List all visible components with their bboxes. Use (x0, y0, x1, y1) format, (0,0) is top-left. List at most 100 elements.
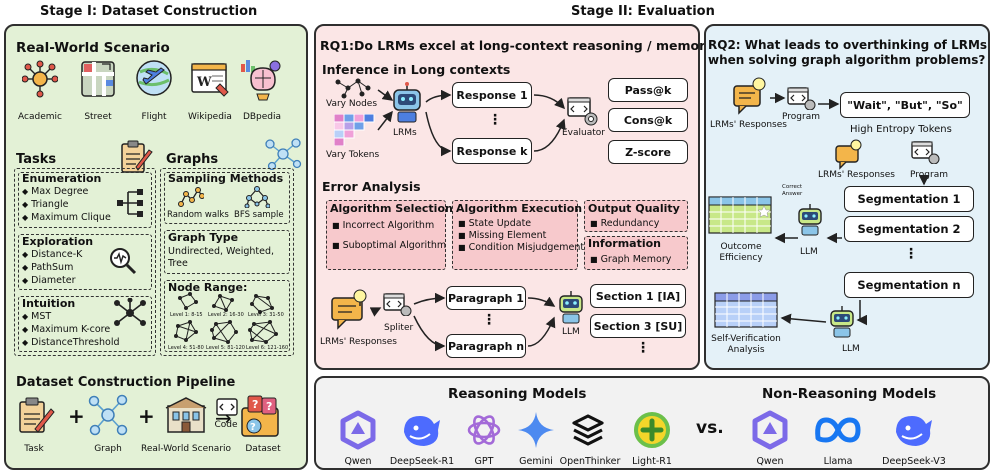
llama-logo-icon (812, 414, 864, 446)
nodes-cluster-icon (332, 76, 376, 100)
rq1-title: RQ1:Do LRMs excel at long-context reason… (320, 38, 721, 53)
non-reasoning-models-title: Non-Reasoning Models (762, 386, 937, 402)
outcome-label: Outcome Efficiency (719, 242, 763, 263)
segment-responses-label: LRMs' Responses (320, 337, 397, 347)
network-icon (112, 297, 148, 328)
response-ellipsis: ⋮ (488, 112, 502, 128)
response-1-box: Response 1 (452, 82, 532, 108)
rq2-program-label: Program (782, 112, 820, 122)
non-reasoning-model-label: Qwen (756, 456, 784, 467)
pipeline-step-label: Task (24, 444, 44, 454)
exploration-box (18, 234, 152, 290)
error-analysis-title: Error Analysis (322, 179, 421, 194)
node-level-label: Level 2: 16-30 (208, 312, 244, 318)
node-level-label: Level 5: 81-120 (206, 345, 245, 351)
lrms-label: LRMs (393, 128, 417, 138)
pipeline-scenario-icon (164, 396, 208, 436)
scenario-label-street: Street (84, 112, 112, 122)
error-output-item: Redundancy (590, 218, 660, 229)
error-selection-item: Suboptimal Algorithm (332, 240, 447, 251)
svg-text:?: ? (250, 422, 256, 433)
segmentation-ellipsis: ⋮ (904, 246, 918, 262)
outcome-grid-icon (708, 196, 772, 234)
tasks-group-box (14, 168, 156, 356)
rq2-responses-label: LRMs' Responses (710, 120, 787, 130)
gpt-logo-icon (464, 410, 504, 450)
enumeration-item: Maximum Clique (22, 212, 111, 223)
metric-pass-box: Pass@k (608, 78, 688, 102)
rq2-program2-label: Program (910, 170, 948, 180)
segment-llm-label: LLM (562, 327, 580, 337)
rq2-title: RQ2: What leads to overthinking of LRMs … (708, 38, 988, 67)
enumeration-item: Max Degree (22, 186, 88, 197)
lrm-robot-icon (390, 82, 424, 124)
reasoning-model-label: DeepSeek-R1 (389, 456, 455, 467)
correct-answer-label: Correct Answer (782, 184, 803, 197)
sampling-item: BFS sample (234, 210, 284, 220)
pipeline-plus: + (138, 404, 155, 428)
pipeline-title: Dataset Construction Pipeline (16, 375, 236, 390)
section-3-box: Section 3 [SU] (590, 314, 686, 338)
error-execution-title: Algorithm Execution (456, 202, 583, 215)
academic-icon (21, 60, 59, 98)
reasoning-model-label: Gemini (519, 456, 553, 467)
sampling-item: Random walks (167, 210, 229, 220)
deepseek-v3-logo-icon (892, 410, 936, 450)
self-verify-grid-icon (714, 292, 778, 328)
intuition-box (18, 296, 152, 352)
error-selection-title: Algorithm Selection (330, 202, 453, 215)
node-level-label: Level 4: 51-80 (168, 345, 204, 351)
stage2-title: Stage II: Evaluation (571, 4, 715, 19)
reasoning-model-label: OpenThinker (559, 456, 621, 467)
pipeline-step-label: Code (214, 420, 238, 430)
dataset-icon: ??? (240, 394, 280, 438)
bfs-icon (244, 186, 271, 209)
sampling-title: Sampling Methods (168, 172, 284, 185)
enumeration-item: Triangle (22, 199, 68, 210)
street-icon (80, 60, 116, 98)
node-range-box (164, 280, 290, 352)
pipeline-arrow: → (215, 406, 232, 430)
evaluator-label: Evaluator (562, 128, 605, 138)
rq2-llm-robot-icon (796, 204, 824, 236)
node-level-label: Level 1: 8-15 (170, 312, 203, 318)
self-verify-label: Self-Verification Analysis (711, 334, 781, 355)
paragraph-ellipsis: ⋮ (482, 312, 496, 328)
pipeline-step-label: Graph (94, 444, 122, 454)
gemini-logo-icon (516, 410, 556, 450)
segmentation-n-box: Segmentation n (844, 272, 974, 298)
response-k-box: Response k (452, 138, 532, 164)
exploration-title: Exploration (22, 235, 94, 248)
node-level-label: Level 6: 121-160 (246, 345, 289, 351)
svg-text:?: ? (266, 400, 272, 413)
dbpedia-icon (239, 58, 283, 102)
metric-zscore-box: Z-score (608, 140, 688, 164)
error-selection-item: Incorrect Algorithm (332, 220, 435, 231)
deepseek-r1-logo-icon (400, 410, 444, 450)
entropy-tokens-box: "Wait", "But", "So" (840, 92, 970, 118)
rq2-llm2-label: LLM (842, 344, 860, 354)
intuition-title: Intuition (22, 297, 76, 310)
random-walk-icon (178, 186, 205, 208)
intuition-item: MST (22, 311, 51, 322)
light-r1-logo-icon (632, 410, 672, 450)
section-ellipsis: ⋮ (636, 340, 650, 356)
segmentation-2-box: Segmentation 2 (844, 216, 974, 242)
error-execution-item: State Update (458, 218, 532, 229)
pipeline-step-label: Dataset (245, 444, 281, 454)
svg-text:?: ? (252, 398, 258, 411)
sampling-box (164, 172, 290, 224)
tasks-title: Tasks (16, 152, 57, 167)
qwen-logo-icon (338, 410, 378, 450)
error-information-item: Graph Memory (590, 254, 672, 265)
enumeration-title: Enumeration (22, 172, 102, 185)
non-reasoning-model-label: Llama (823, 456, 853, 467)
rq2-llm1-label: LLM (800, 247, 818, 257)
rq2-responses2-label: LRMs' Responses (818, 170, 895, 180)
reasoning-model-label: Light-R1 (632, 456, 672, 467)
pipeline-plus: + (68, 404, 85, 428)
tree-icon (116, 186, 146, 220)
vary-nodes-label: Vary Nodes (326, 99, 378, 109)
error-execution-item: Missing Element (458, 230, 547, 241)
node-level-label: Level 3: 31-50 (248, 312, 284, 318)
